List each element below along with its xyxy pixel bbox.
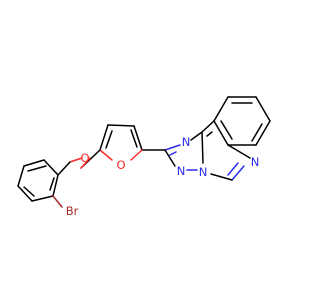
bond <box>99 124 109 151</box>
bond <box>57 161 71 176</box>
nitrogen-atom-label: N <box>177 164 186 178</box>
bromine-atom-label: Br <box>66 204 79 218</box>
double-bond-inner <box>169 151 177 156</box>
molecule-structure-diagram: N N N N O O Br <box>17 96 271 218</box>
atom-label-o-furan: O <box>116 158 125 172</box>
double-bond-inner <box>105 130 113 149</box>
oxygen-atom-label: O <box>116 158 125 172</box>
bond <box>255 120 271 146</box>
double-bond-inner <box>227 162 239 176</box>
bond <box>231 165 245 181</box>
quinazoline-pyrimidine-ring <box>201 120 251 181</box>
bond <box>164 144 181 151</box>
bond <box>213 96 229 122</box>
bond <box>107 124 135 127</box>
bond <box>99 149 113 161</box>
oxygen-atom-label: O <box>80 151 89 165</box>
bond <box>130 149 143 161</box>
bond <box>43 159 59 176</box>
bond <box>17 165 25 187</box>
atom-label-n-bridge-right: N <box>199 165 208 179</box>
nitrogen-atom-label: N <box>251 155 260 169</box>
bond <box>17 185 33 202</box>
bond <box>213 120 229 146</box>
atom-label-n-bridge-left: N <box>177 164 186 178</box>
bond <box>52 174 59 197</box>
bond <box>80 157 91 169</box>
bond <box>164 149 176 167</box>
double-bond-inner <box>27 165 47 172</box>
bond <box>201 120 215 133</box>
double-bond-inner <box>251 123 263 142</box>
double-bond-inner <box>220 120 233 140</box>
atom-label-n-quinazoline: N <box>251 155 260 169</box>
quinazoline-benzo-ring <box>213 96 271 146</box>
nitrogen-atom-label: N <box>182 135 191 149</box>
double-bond-inner <box>23 186 35 197</box>
bond <box>210 173 233 181</box>
bond <box>69 157 83 163</box>
atom-label-n-top: N <box>182 135 191 149</box>
atom-label-br: Br <box>66 204 79 218</box>
bond <box>52 195 63 208</box>
furan-ring <box>99 124 143 161</box>
bond <box>23 159 45 167</box>
bond <box>190 131 203 141</box>
double-bond-inner <box>206 131 213 137</box>
atom-label-o-ether: O <box>80 151 89 165</box>
triazole-ring <box>164 131 203 171</box>
double-bond-inner <box>130 129 138 148</box>
bond <box>133 125 143 151</box>
bromophenyl-ring <box>17 159 63 208</box>
bond <box>201 131 204 164</box>
nitrogen-atom-label: N <box>199 165 208 179</box>
bond <box>31 195 54 202</box>
bond <box>227 144 251 159</box>
bond <box>255 96 271 122</box>
double-bond-inner <box>49 177 55 191</box>
